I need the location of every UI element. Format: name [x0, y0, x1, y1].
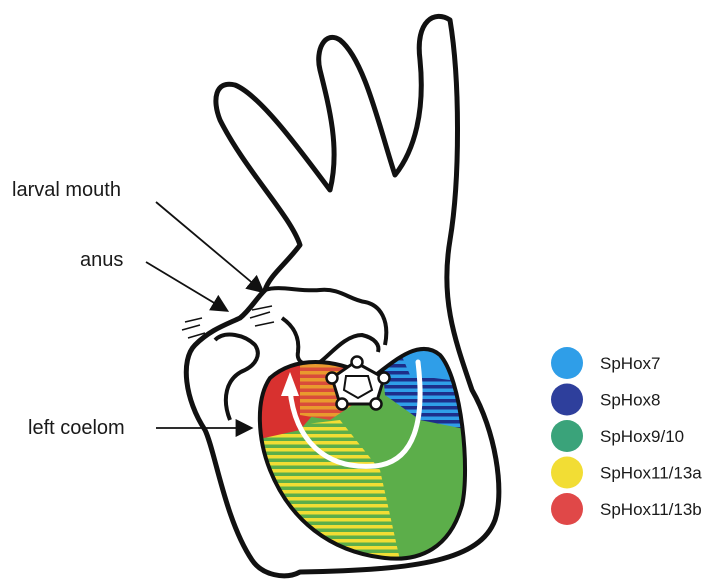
- legend-label: SpHox9/10: [600, 427, 684, 446]
- legend-swatch: [551, 493, 583, 525]
- legend-swatch: [551, 457, 583, 489]
- svg-text:anus: anus: [80, 249, 123, 271]
- label-larval-mouth: larval mouth: [12, 179, 262, 291]
- legend-label: SpHox8: [600, 391, 660, 410]
- legend-label: SpHox11/13a: [600, 464, 702, 483]
- svg-text:left coelom: left coelom: [28, 417, 125, 439]
- legend-label: SpHox7: [600, 354, 660, 373]
- legend: SpHox7SpHox8SpHox9/10SpHox11/13aSpHox11/…: [551, 347, 702, 525]
- legend-item: SpHox7: [551, 347, 660, 379]
- legend-label: SpHox11/13b: [600, 500, 702, 519]
- label-left-coelom: left coelom: [28, 417, 250, 439]
- legend-item: SpHox9/10: [551, 420, 684, 452]
- legend-item: SpHox8: [551, 384, 660, 416]
- legend-item: SpHox11/13a: [551, 457, 702, 489]
- svg-text:larval mouth: larval mouth: [12, 179, 121, 201]
- legend-swatch: [551, 384, 583, 416]
- label-anus: anus: [80, 249, 226, 310]
- legend-swatch: [551, 420, 583, 452]
- legend-swatch: [551, 347, 583, 379]
- legend-item: SpHox11/13b: [551, 493, 702, 525]
